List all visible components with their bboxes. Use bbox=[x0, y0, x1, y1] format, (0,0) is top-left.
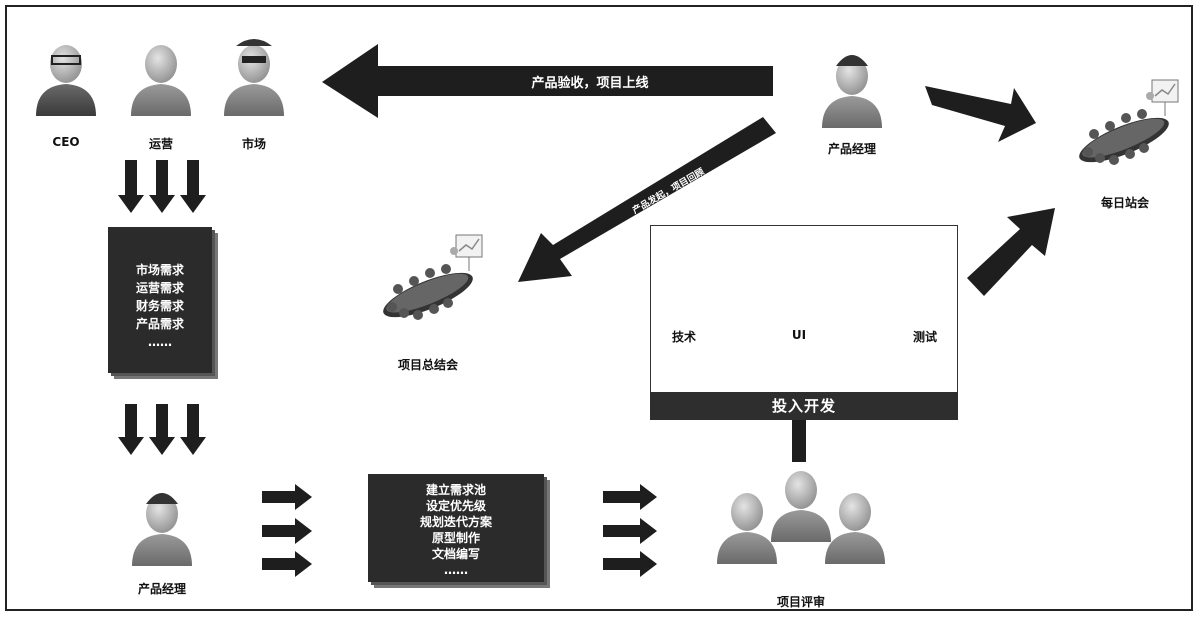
requirements-line: 财务需求 bbox=[135, 299, 184, 313]
planning-line: 规划迭代方案 bbox=[419, 515, 492, 529]
planning-line: 建立需求池 bbox=[425, 483, 486, 497]
planning-line: 原型制作 bbox=[431, 531, 480, 545]
standup-arrow-bottom bbox=[967, 208, 1055, 296]
right-arrows-left bbox=[262, 484, 312, 577]
project-review-label: 项目评审 bbox=[776, 595, 825, 609]
pm-bottom-label: 产品经理 bbox=[137, 582, 186, 596]
review-arrow bbox=[518, 117, 776, 282]
planning-line: …… bbox=[444, 563, 468, 577]
daily-standup-meeting bbox=[1073, 79, 1179, 172]
standup-arrow-top bbox=[925, 86, 1036, 142]
development-team-box bbox=[650, 225, 958, 420]
requirements-line: 运营需求 bbox=[135, 281, 184, 295]
project-summary-meeting bbox=[377, 234, 483, 327]
requirements-line: 产品需求 bbox=[135, 317, 184, 331]
pm-top-figure bbox=[822, 55, 882, 128]
market-label: 市场 bbox=[241, 137, 266, 151]
down-arrows-middle bbox=[118, 404, 206, 455]
requirements-line: …… bbox=[148, 335, 172, 349]
planning-line: 设定优先级 bbox=[425, 499, 486, 513]
review-group-figures bbox=[717, 471, 885, 564]
right-arrows-right bbox=[603, 484, 657, 577]
launch-arrow-label: 产品验收，项目上线 bbox=[531, 76, 649, 91]
market-figure bbox=[224, 39, 284, 116]
project-summary-label: 项目总结会 bbox=[397, 358, 458, 372]
development-bar-label: 投入开发 bbox=[771, 397, 836, 415]
launch-arrow bbox=[322, 44, 773, 118]
planning-document: 建立需求池 设定优先级 规划迭代方案 原型制作 文档编写 …… bbox=[368, 474, 544, 582]
test-label: 测试 bbox=[912, 330, 937, 344]
daily-standup-label: 每日站会 bbox=[1100, 196, 1149, 210]
development-bar: 投入开发 bbox=[650, 392, 958, 420]
ceo-figure bbox=[36, 45, 96, 116]
down-arrows-top bbox=[118, 160, 206, 213]
operations-label: 运营 bbox=[148, 137, 173, 151]
ui-label: UI bbox=[791, 328, 807, 342]
pm-bottom-figure bbox=[132, 493, 192, 566]
tech-label: 技术 bbox=[671, 330, 696, 344]
ceo-label: CEO bbox=[52, 135, 80, 149]
operations-figure bbox=[131, 45, 191, 116]
planning-line: 文档编写 bbox=[431, 547, 480, 561]
requirements-line: 市场需求 bbox=[135, 263, 184, 277]
requirements-document: 市场需求 运营需求 财务需求 产品需求 …… bbox=[108, 227, 212, 373]
pm-top-label: 产品经理 bbox=[827, 142, 876, 156]
